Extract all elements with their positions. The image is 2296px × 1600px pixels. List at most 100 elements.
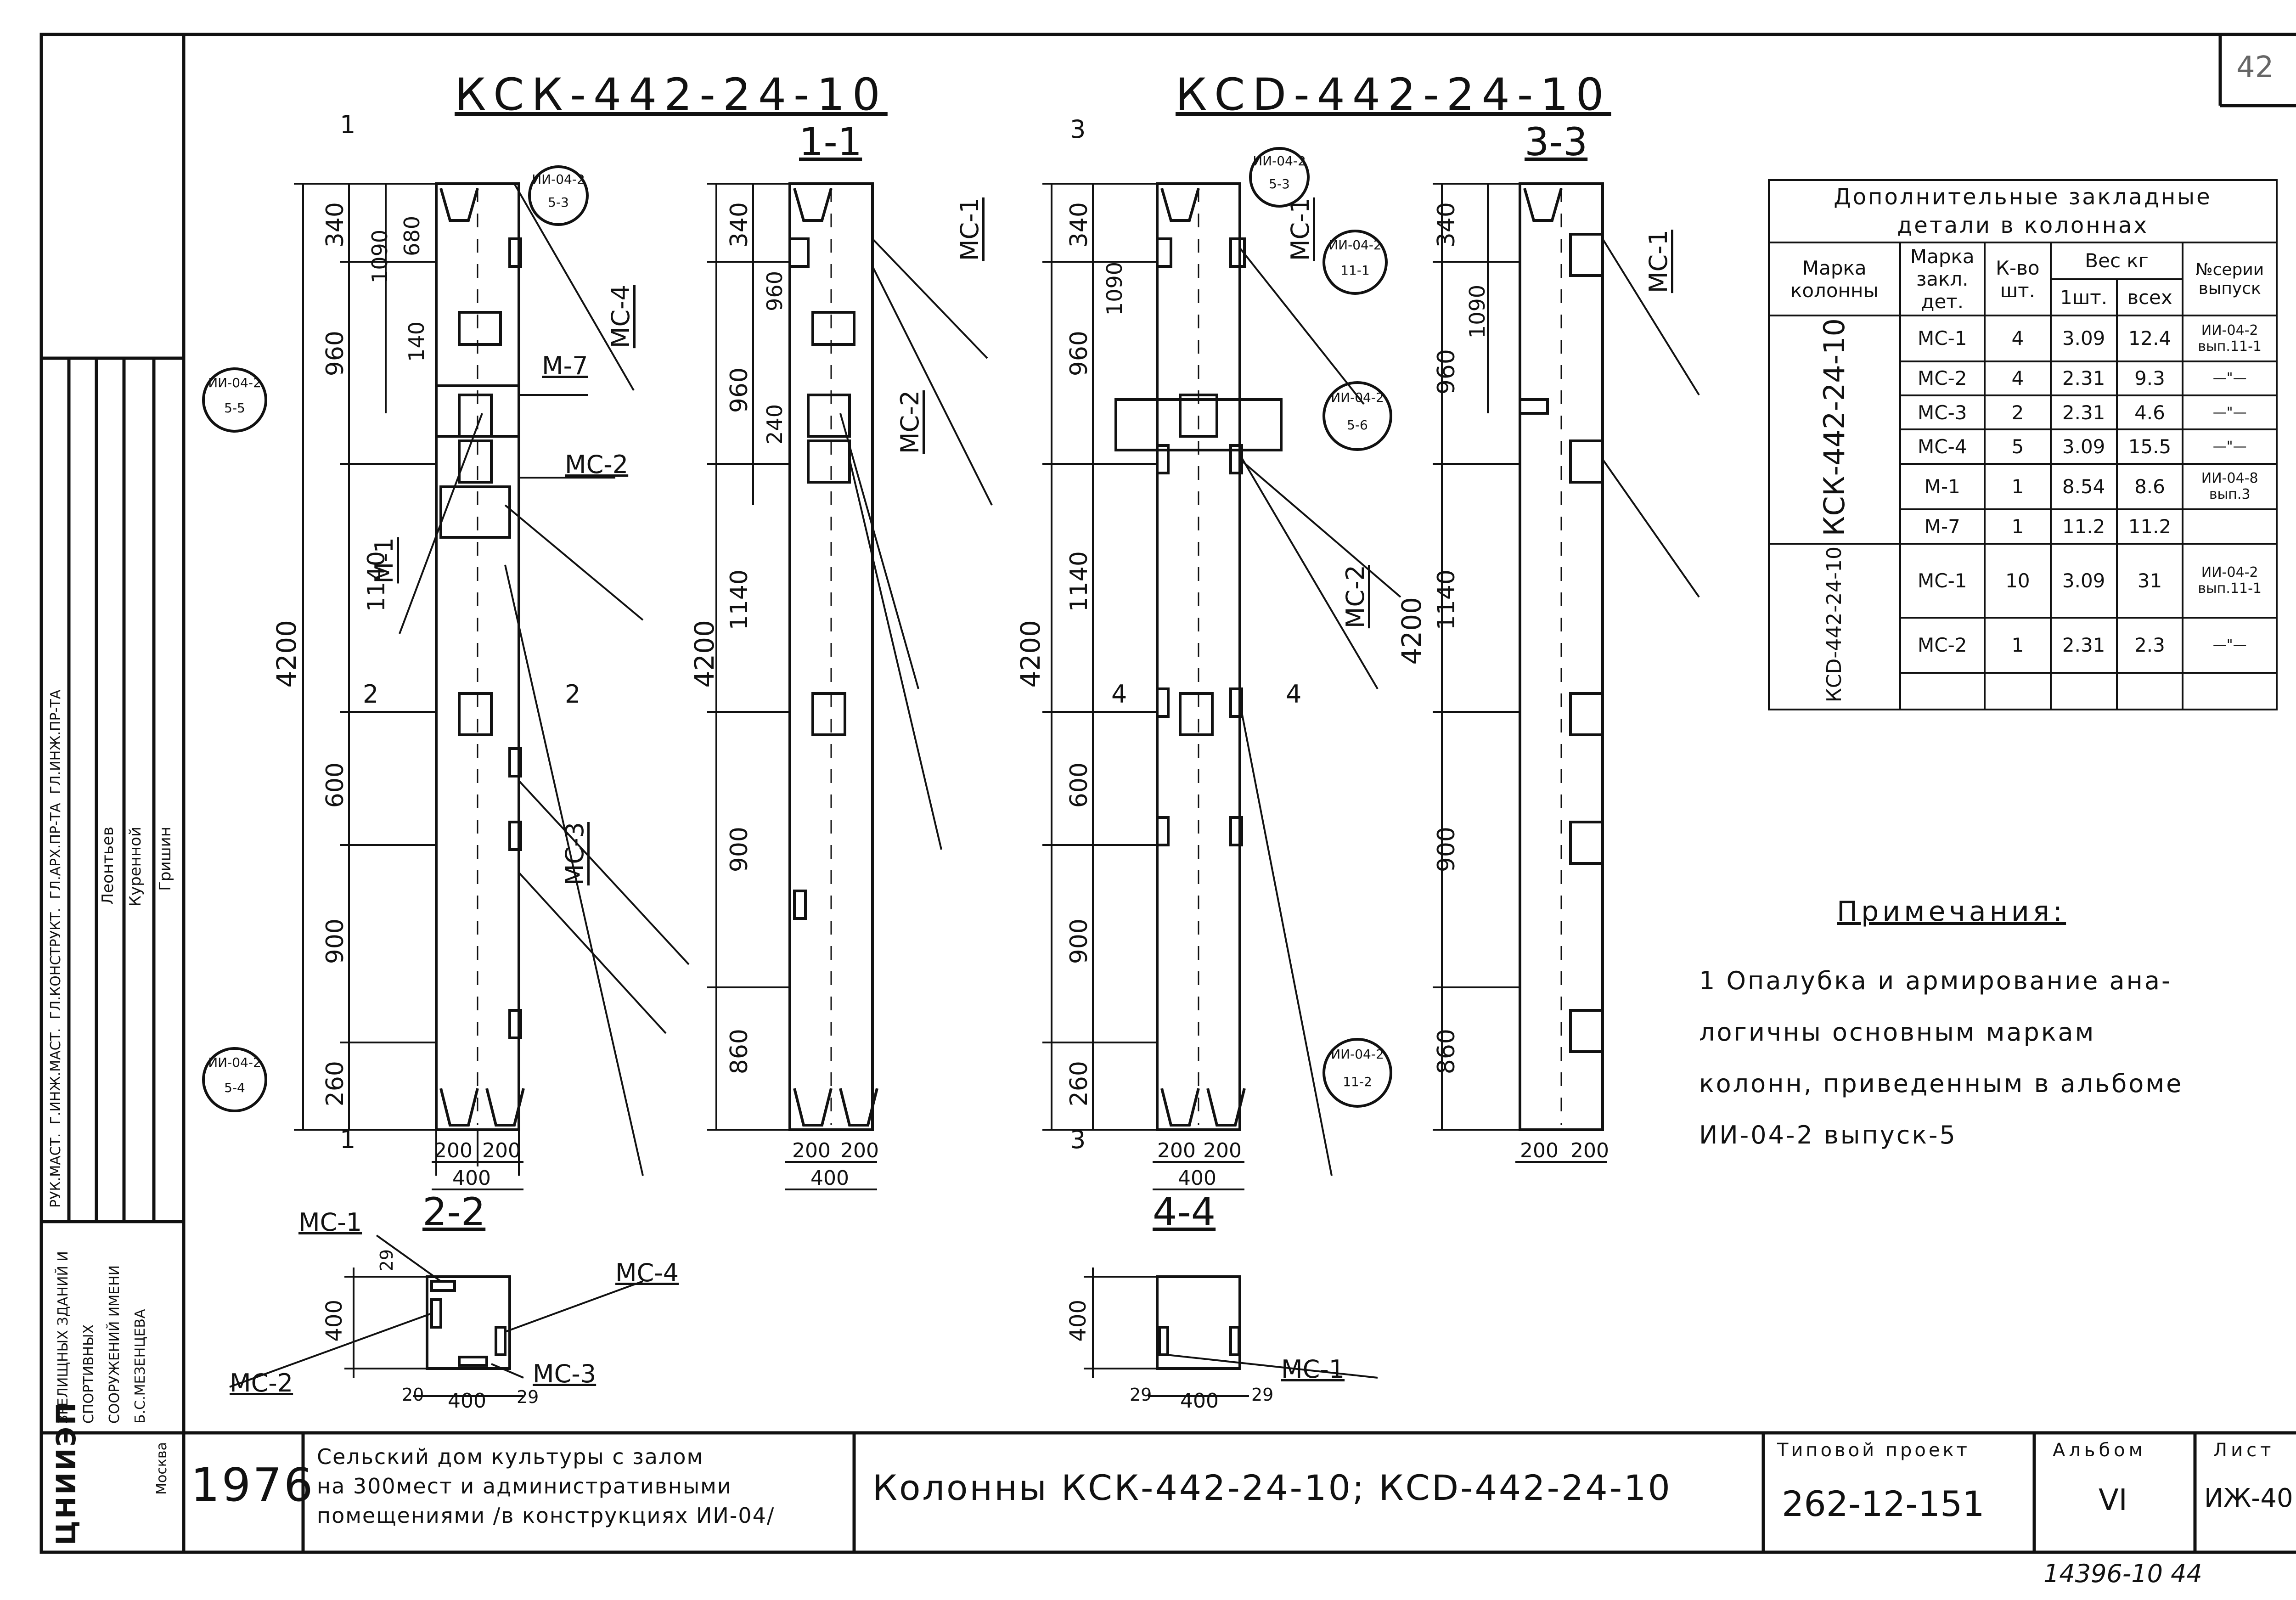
leader-label: МС-1 [298,1208,362,1237]
stamp-sheet-label: Лист [2213,1440,2275,1461]
dim-height: 260 [1065,1061,1093,1107]
dim-height: 340 [726,202,753,248]
section-label-1-1: 1-1 [799,119,862,164]
leader-label: М-1 [370,537,399,584]
leader-label: МС-4 [606,285,635,349]
sheet-frame [39,33,2296,1554]
stamp-sheet-value: ИЖ-40 [2204,1483,2293,1513]
cut-marker: 2 [565,680,581,709]
cut-marker: 4 [1286,680,1302,709]
note-line: колонн, приведенным в альбоме [1699,1069,2183,1098]
dim-width: 200 [1157,1139,1196,1162]
dim-height: 1140 [1433,569,1460,631]
dim-height: 900 [321,918,349,964]
dim-height: 340 [1433,202,1460,248]
drawing-title-ksd: КСD-442-24-10 [1176,69,1611,120]
dim-height: 260 [321,1061,349,1107]
cut-marker: 1 [340,1125,356,1154]
table-header-series: №серии выпуск [2182,242,2278,316]
section-2-2-drawing [426,1275,511,1370]
drawing-title-ksk: КСК-442-24-10 [455,69,888,120]
dim-height: 600 [321,762,349,808]
cut-marker: 1 [340,110,356,139]
dim-width: 400 [448,1389,486,1413]
dim-width: 400 [1178,1166,1216,1190]
table-header-weight-all: всех [2116,278,2184,316]
stamp-project-title: Сельский дом культуры с залом на 300мест… [317,1444,775,1528]
dim-width: 400 [810,1166,849,1190]
stamp-city: Москва [154,1442,170,1495]
column-ksk-elevation [435,182,525,1131]
note-line: логичны основным маркам [1699,1018,2096,1047]
dim-height: 400 [321,1300,347,1342]
section-label-2-2: 2-2 [422,1189,486,1234]
stamp-album-label: Альбом [2053,1440,2146,1461]
dim-height: 1140 [1065,551,1093,612]
column-ksd-side-view [1519,182,1604,1131]
dim-height: 29 [377,1249,397,1272]
dim-height: 900 [1433,827,1460,873]
dim-height: 4200 [689,620,720,688]
dim-width: 29 [1130,1385,1152,1405]
cut-marker: 3 [1070,1125,1086,1154]
leader-label: МС-2 [230,1369,293,1397]
dim-height: 240 [762,404,787,445]
notes-heading: Примечания: [1837,896,2066,928]
stamp-sheet-name: Колонны КСК-442-24-10; КСD-442-24-10 [872,1467,1672,1508]
dim-width: 20 [402,1385,424,1405]
stamp-typical-project-label: Типовой проект [1777,1440,1970,1461]
leader-label: МС-2 [1341,565,1370,629]
dim-height: 400 [1065,1300,1091,1342]
cut-marker: 3 [1070,115,1086,144]
leader-label: МС-4 [615,1258,679,1287]
stamp-name: Леонтьев [99,827,117,905]
sheet-corner-number: 42 [2236,51,2274,85]
leader-label: МС-2 [895,390,924,454]
dim-height: 340 [1065,202,1093,248]
cut-marker: 2 [363,680,379,709]
section-4-4-drawing [1156,1275,1241,1370]
note-line: ИИ-04-2 выпуск-5 [1699,1121,1957,1149]
column-ksk-side-view [788,182,878,1131]
table-row [1769,672,2278,711]
dim-height: 960 [762,271,787,311]
leader-label: М-7 [542,351,588,380]
stamp-org-name: ЗРЕЛИЩНЫХ ЗДАНИЙ И СПОРТИВНЫХ СООРУЖЕНИЙ… [55,1251,148,1424]
dim-height: 4200 [1396,597,1427,665]
leader-label: МС-1 [955,197,984,261]
table-header-qty: К-во шт. [1983,242,2052,316]
stamp-name: Гришин [156,827,174,891]
table-group-label: КСD-442-24-10 [1768,542,1901,711]
dim-height: 600 [1065,762,1093,808]
leader-label: МС-1 [1286,197,1315,261]
cut-marker: 4 [1111,680,1127,709]
dim-width: 29 [1251,1385,1274,1405]
dim-width: 200 [1203,1139,1242,1162]
column-ksd-elevation [1114,182,1283,1131]
leader-label: МС-3 [533,1359,597,1388]
dim-height: 960 [726,367,753,413]
dim-width: 200 [1570,1139,1609,1162]
dim-height: 900 [726,827,753,873]
dim-height: 960 [1433,349,1460,395]
dim-height: 340 [321,202,349,248]
dim-height: 680 [400,216,424,256]
leader-label: МС-3 [560,822,589,886]
footer-code: 14396-10 44 [2043,1559,2202,1588]
dim-width: 200 [1520,1139,1559,1162]
dim-width: 400 [452,1166,491,1190]
